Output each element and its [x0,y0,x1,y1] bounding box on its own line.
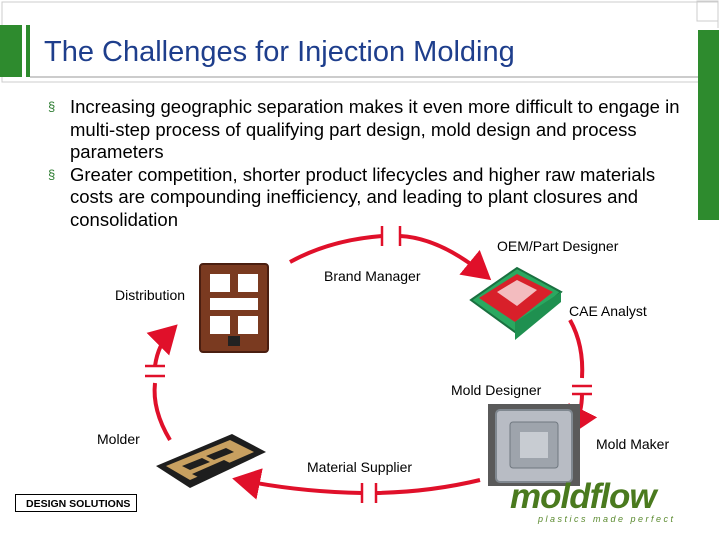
bullet-marker: § [48,166,56,182]
label-material-supplier: Material Supplier [307,459,413,475]
left-green-bar [0,25,22,77]
label-mold-designer: Mold Designer [451,382,542,398]
cae-model-image [469,266,563,340]
bullet-text: Increasing geographic separation makes i… [70,96,680,162]
bullet-list: § Increasing geographic separation makes… [48,96,688,231]
arrow-top-left [289,234,383,264]
molded-part-image [156,434,266,488]
moldflow-logo: moldflow plastics made perfect [510,477,700,526]
mold-image [488,404,580,486]
bullet-item: § Greater competition, shorter product l… [48,164,688,232]
arrow-bottom-left [232,468,363,500]
label-cae-analyst: CAE Analyst [569,303,647,319]
logo-wordmark: moldflow [510,477,657,516]
arrow-top-right [399,234,492,281]
title-frame [0,0,719,83]
label-molder: Molder [97,431,140,447]
label-distribution: Distribution [115,287,186,303]
arrow-bottom-right [375,478,481,495]
wood-bezel-image [199,263,269,353]
logo-tagline: plastics made perfect [538,514,676,524]
bullet-text: Greater competition, shorter product lif… [70,163,656,230]
label-brand-manager: Brand Manager [324,268,421,284]
bullet-marker: § [48,99,56,114]
arrow-left-lower [152,382,172,442]
bullet-item: § Increasing geographic separation makes… [48,96,688,164]
design-solutions-label: DESIGN SOLUTIONS [15,494,137,512]
arrow-left-upper [146,324,178,367]
slide-title: The Challenges for Injection Molding [44,36,515,68]
label-mold-maker: Mold Maker [596,436,670,452]
arrow-right-upper [568,319,585,379]
right-green-bar [698,28,719,220]
label-oem-part-designer: OEM/Part Designer [497,238,619,254]
